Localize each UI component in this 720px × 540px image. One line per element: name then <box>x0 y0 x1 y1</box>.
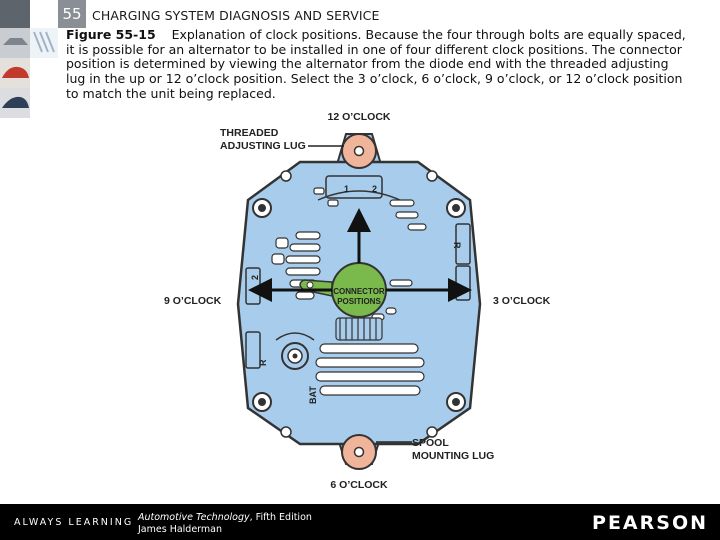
always-learning-tagline: ALWAYS LEARNING <box>14 517 134 528</box>
book-title: Automotive Technology <box>138 512 250 523</box>
label-bat: BAT <box>308 386 318 404</box>
label-threaded: THREADED <box>220 127 279 139</box>
label-r-right: R <box>452 242 462 249</box>
label-connector: CONNECTOR <box>333 287 385 296</box>
label-mounting-lug: MOUNTING LUG <box>412 450 494 462</box>
label-adjusting-lug: ADJUSTING LUG <box>220 140 306 152</box>
label-terminal-2: 2 <box>372 184 377 194</box>
label-9-oclock: 9 O’CLOCK <box>164 295 222 307</box>
label-terminal-1: 1 <box>344 184 349 194</box>
car-thumbnails <box>0 0 58 118</box>
footer-bar: ALWAYS LEARNING Automotive Technology, F… <box>0 504 720 540</box>
figure-caption: Figure 55-15 Explanation of clock positi… <box>66 27 686 102</box>
book-author: James Halderman <box>138 524 223 535</box>
label-positions: POSITIONS <box>337 297 381 306</box>
label-r-left: R <box>258 359 268 366</box>
label-3-oclock: 3 O’CLOCK <box>493 295 551 307</box>
book-credit: Automotive Technology, Fifth Edition Jam… <box>138 512 312 536</box>
chapter-title: CHARGING SYSTEM DIAGNOSIS AND SERVICE <box>92 8 380 23</box>
label-12-oclock: 12 O’CLOCK <box>327 111 390 123</box>
caption-text: Explanation of clock positions. Because … <box>66 27 686 101</box>
book-edition: , Fifth Edition <box>249 512 312 523</box>
alternator-illustration: 12 O’CLOCK 3 O’CLOCK 6 O’CLOCK 9 O’CLOCK… <box>164 111 551 491</box>
chapter-number: 55 <box>58 0 86 28</box>
label-spool: SPOOL <box>412 437 449 449</box>
pearson-logo: PEARSON <box>592 512 708 534</box>
left-thumbnail-strip <box>0 0 58 118</box>
label-terminal-2-left: 2 <box>250 275 260 280</box>
label-6-oclock: 6 O’CLOCK <box>330 479 388 491</box>
figure-label: Figure 55-15 <box>66 27 156 42</box>
alternator-clock-diagram: 12 O’CLOCK 3 O’CLOCK 6 O’CLOCK 9 O’CLOCK… <box>150 104 570 500</box>
